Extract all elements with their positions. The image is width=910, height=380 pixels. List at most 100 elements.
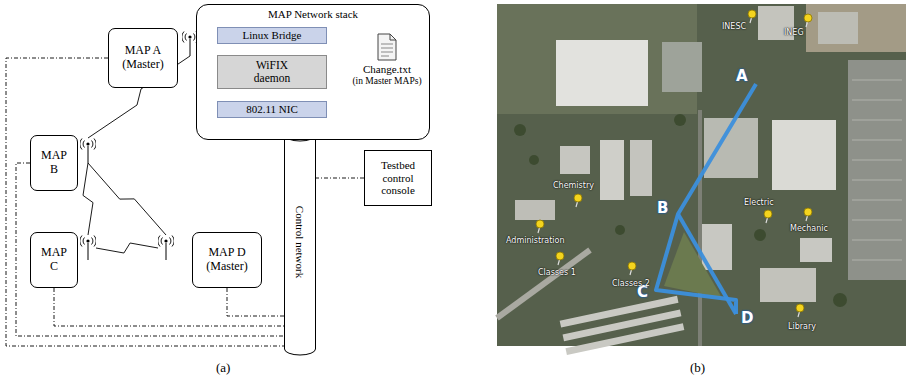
pin-head [804,208,812,216]
place-name: INEG [784,28,804,37]
parking-lot [848,60,906,280]
building [760,268,816,302]
parking-stripes [852,80,902,260]
road [497,250,590,318]
wireless-link [83,163,93,235]
box-outline: MAP B [30,135,78,191]
antenna-dot [86,142,89,145]
route-line [678,214,736,314]
pin-head [628,262,636,270]
point-letter: A [736,67,748,85]
map-box: MAP C [30,232,96,288]
map-box: MAP A (Master) [108,28,198,88]
node-note: (in Master MAPs) [352,76,421,87]
construction-site [806,4,906,52]
layer-box: 802.11 NIC [217,101,327,118]
point-letter: B [657,199,668,217]
box-outline: MAP A (Master) [108,28,178,88]
building [630,140,652,196]
antenna-stem [166,243,167,260]
wireless-link [88,163,166,235]
node-text: MAP B [39,149,69,177]
tree [833,293,847,307]
building [565,323,684,355]
control-link [54,288,284,326]
building [556,40,648,106]
antenna-symbol [80,234,96,264]
box-outline: MAP D (Master) [192,232,262,288]
wireless-link [96,243,158,253]
map-pins [536,10,812,317]
building [560,146,590,174]
node-text: WiFIX daemon [242,59,302,85]
node-text: Testbed control console [365,159,431,197]
point-letter: D [741,309,753,327]
control-link [227,288,284,316]
document-icon [376,33,398,61]
map-ground [497,4,906,346]
tree [514,124,526,136]
pin-head [556,252,564,260]
place-name: Mechanic [790,224,828,233]
building [772,120,836,190]
tree [529,155,539,165]
node-text: MAP D (Master) [193,246,261,274]
pin-head [574,194,582,202]
antenna-dot [86,239,89,242]
page-outline [378,34,396,60]
antenna-symbol [158,234,174,264]
tree [674,114,686,126]
layer-box: Linux Bridge [217,27,327,44]
page-fold [390,34,396,40]
place-name: Electric [744,198,774,207]
building [818,12,858,44]
antenna-stem [88,243,89,260]
page-lines [381,44,393,56]
place-name: INESC [722,22,746,31]
tree [615,225,625,235]
map-box: MAP D (Master) [158,232,262,288]
antenna-stem [88,146,89,163]
file-note: Change.txt(in Master MAPs) [347,33,427,95]
antenna-stem [190,39,191,56]
pin-head [804,14,812,22]
control-link [316,178,364,179]
map-box: MAP B [30,135,96,191]
pin-head [796,304,804,312]
node-text: Control network [294,206,307,278]
place-name: Administration [506,236,565,245]
classroom-blocks [560,296,685,355]
node-text: 802.11 NIC [246,103,298,116]
pin-head [764,210,772,218]
tree [754,229,766,241]
route-line [656,84,756,314]
node-text: MAP Network stack [197,8,429,21]
building [662,42,702,92]
cylinder-body [285,135,316,355]
panel-caption: (b) [690,360,705,376]
place-name: Chemistry [553,181,594,190]
antenna-dot [164,239,167,242]
node-text: MAP A (Master) [109,44,177,72]
building [515,200,555,220]
panel-caption: (a) [216,360,230,376]
road [698,110,702,346]
pin-head [748,10,756,18]
node-text: Linux Bridge [243,29,302,42]
place-name: Classes 1 [538,268,576,277]
node-text: Change.txt [363,63,411,76]
building [600,140,624,200]
pin-head [536,220,544,228]
antenna-symbol [80,137,96,167]
building [800,238,832,262]
network-cylinder: Control network [284,128,316,356]
box-outline: MAP C [30,232,78,288]
place-name: Classes 2 [612,279,650,288]
daemon-box: WiFIX daemon [217,55,327,89]
antenna-dot [188,35,191,38]
node-text: MAP C [39,246,69,274]
console-box: Testbed control console [364,150,432,206]
